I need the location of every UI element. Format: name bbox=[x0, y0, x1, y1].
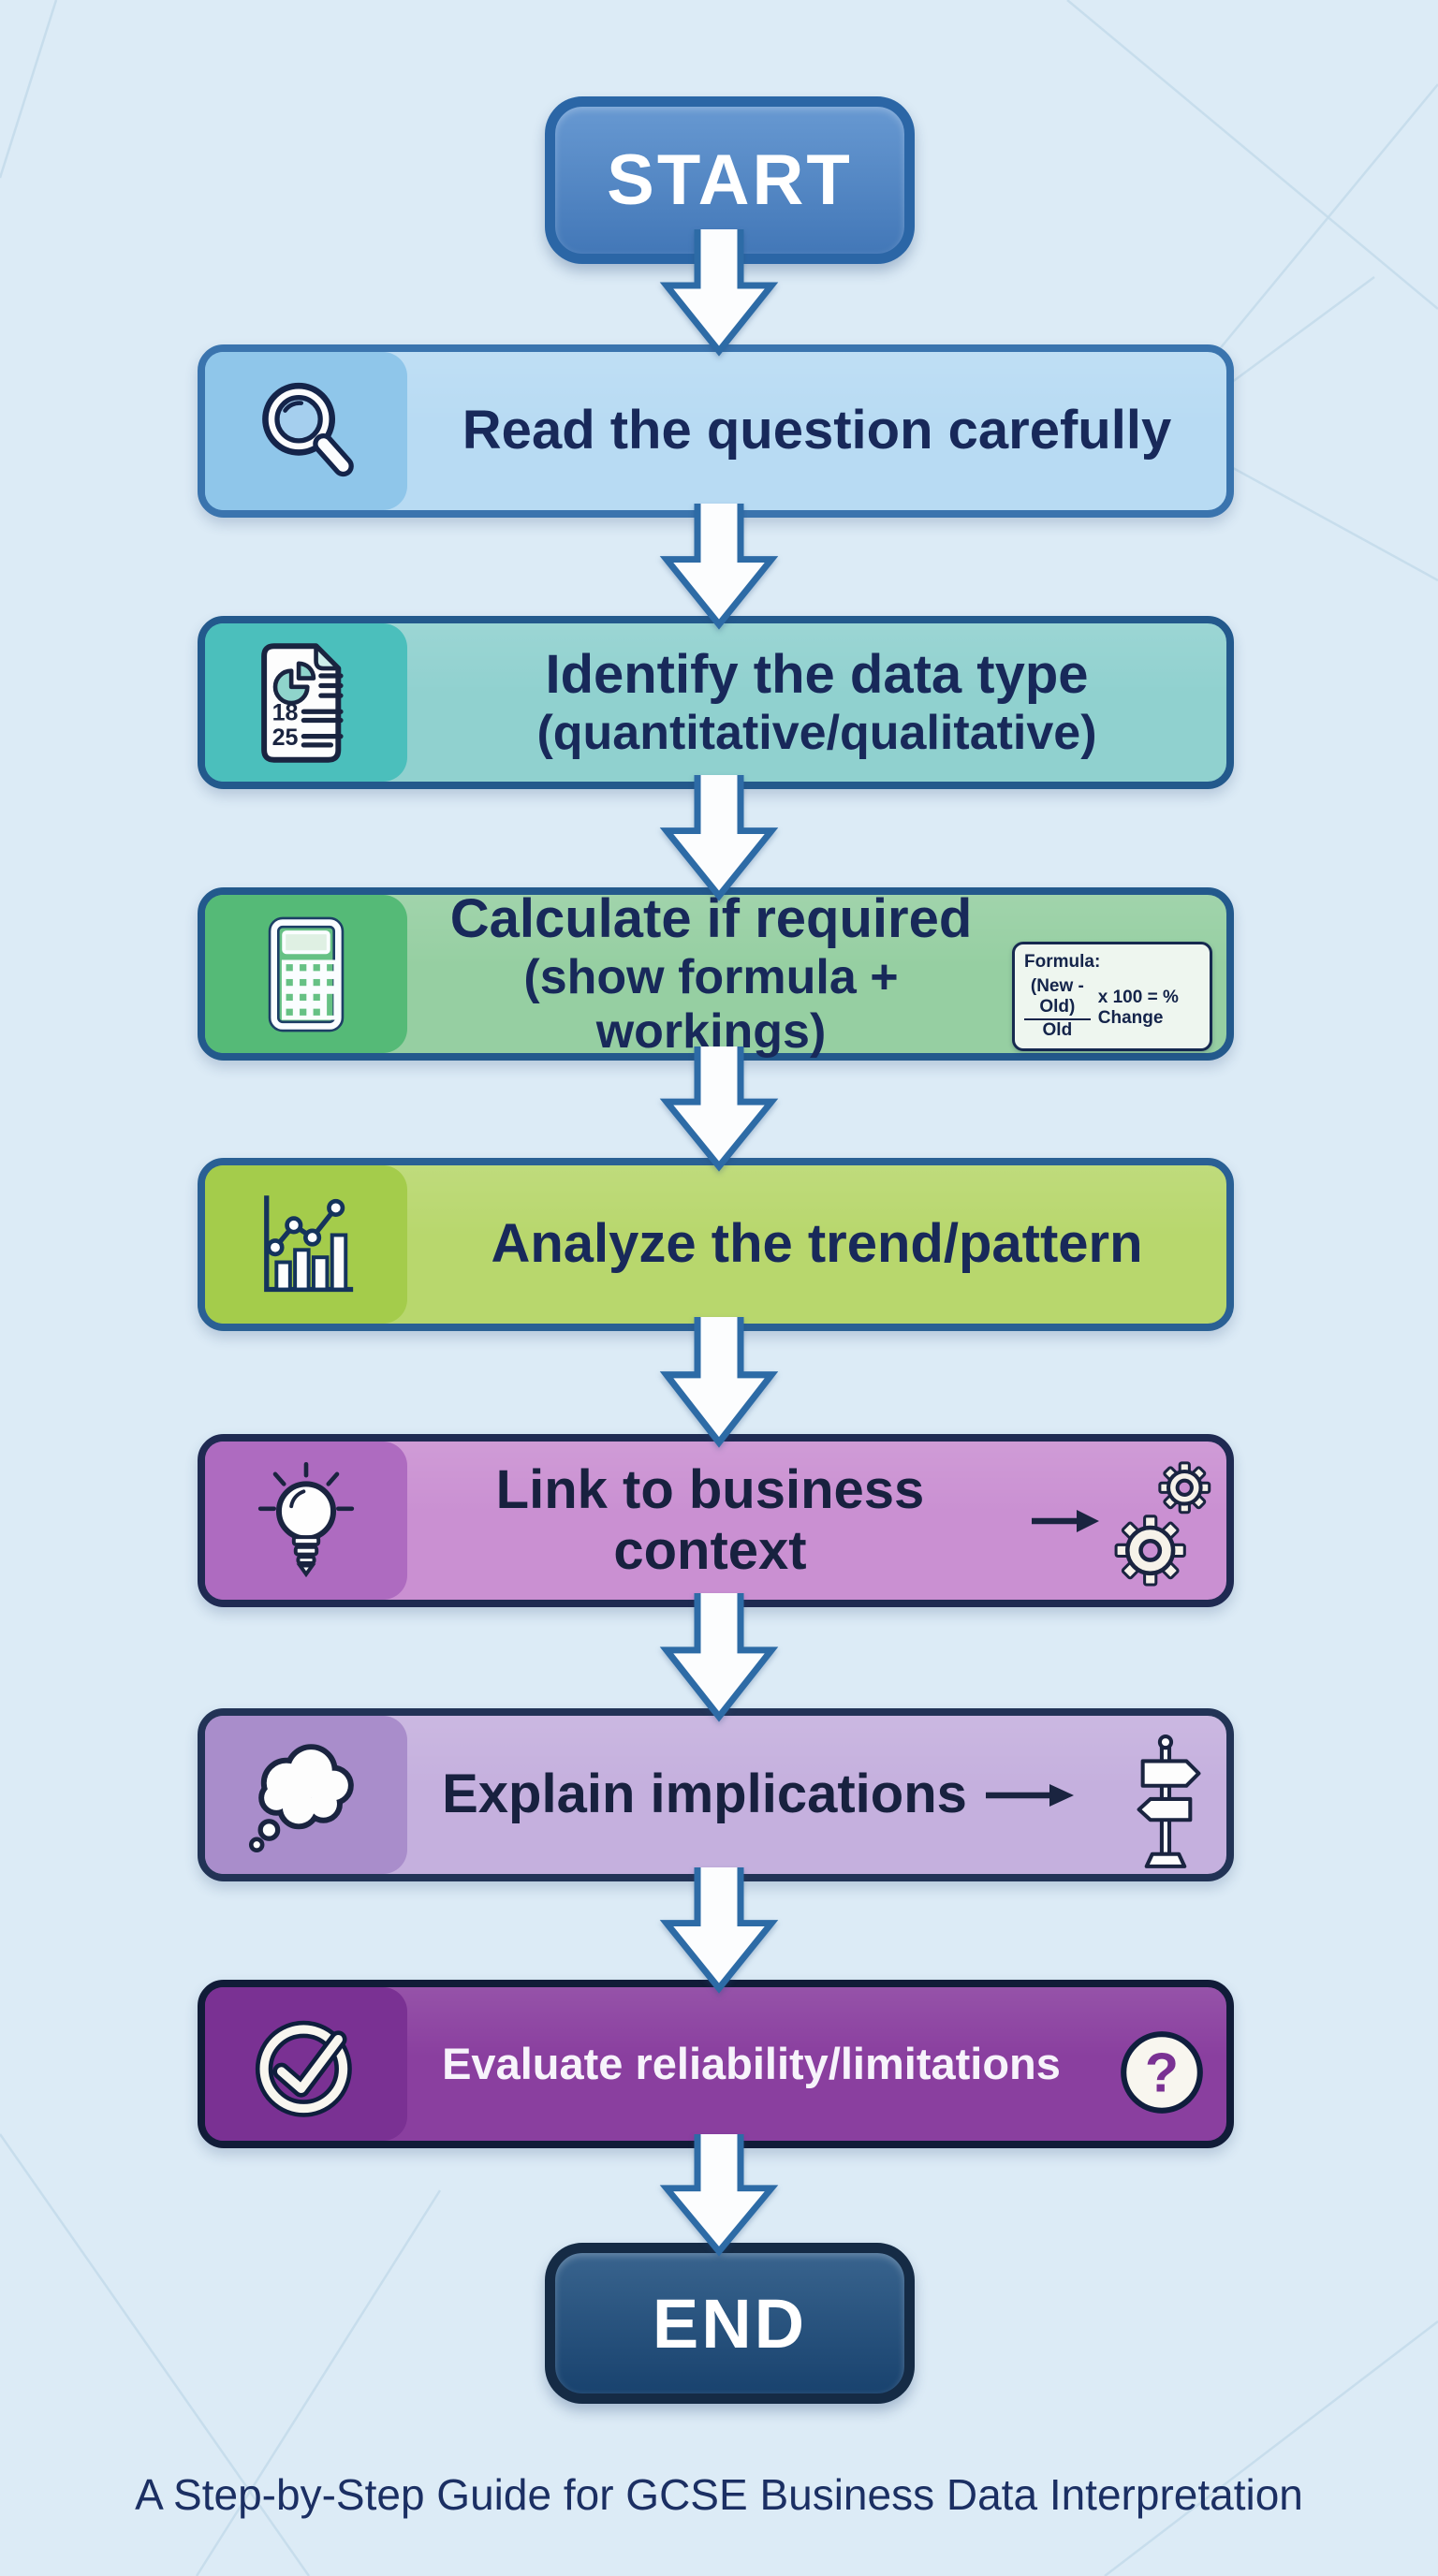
step-icon-panel bbox=[205, 1442, 407, 1600]
step-read-question: Read the question carefully bbox=[198, 344, 1234, 518]
flow-arrow-down bbox=[659, 1046, 779, 1172]
flow-arrow-down bbox=[659, 1317, 779, 1448]
step-calculate: Calculate if required (show formula + wo… bbox=[198, 887, 1234, 1061]
step-icon-panel bbox=[205, 895, 407, 1053]
svg-text:25: 25 bbox=[272, 724, 299, 750]
step-title: Identify the data type bbox=[545, 643, 1089, 705]
formula-note: Formula: (New - Old) Old x 100 = % Chang… bbox=[1012, 942, 1212, 1051]
flow-arrow-down bbox=[659, 504, 779, 630]
step-subtitle: (show formula + workings) bbox=[523, 949, 899, 1059]
step-evaluate-reliability: Evaluate reliability/limitations ? bbox=[198, 1980, 1234, 2148]
step-icon-panel: 18 25 bbox=[205, 623, 407, 782]
step-identify-data-type: 18 25 Identify the data type (quantitati… bbox=[198, 616, 1234, 789]
gears-icon bbox=[1114, 1461, 1211, 1587]
flow-arrow-down bbox=[659, 1867, 779, 1994]
data-report-icon: 18 25 bbox=[261, 642, 344, 763]
flow-arrow-down bbox=[659, 1593, 779, 1722]
step-icon-panel bbox=[205, 1716, 407, 1874]
step-title: Analyze the trend/pattern bbox=[491, 1213, 1143, 1275]
formula-fraction: (New - Old) Old bbox=[1024, 976, 1091, 1041]
step-analyze-trend: Analyze the trend/pattern bbox=[198, 1158, 1234, 1331]
question-mark-icon: ? bbox=[1121, 2031, 1203, 2114]
check-circle-icon bbox=[255, 2020, 352, 2117]
flow-arrow-down bbox=[659, 2134, 779, 2257]
lightbulb-icon bbox=[257, 1461, 355, 1577]
flow-arrow-down bbox=[659, 775, 779, 901]
step-title: Explain implications bbox=[442, 1764, 967, 1825]
formula-suffix: x 100 = % Change bbox=[1097, 988, 1179, 1029]
step-explain-implications: Explain implications bbox=[198, 1708, 1234, 1881]
page-caption: A Step-by-Step Guide for GCSE Business D… bbox=[135, 2470, 1303, 2519]
step-subtitle: (quantitative/qualitative) bbox=[536, 705, 1097, 760]
formula-denominator: Old bbox=[1042, 1019, 1073, 1040]
right-arrow-icon bbox=[985, 1783, 1074, 1807]
svg-text:18: 18 bbox=[272, 699, 299, 725]
step-title: Link to business context bbox=[495, 1458, 925, 1581]
start-label: START bbox=[607, 140, 853, 220]
step-icon-panel bbox=[205, 1987, 407, 2141]
end-label: END bbox=[652, 2284, 808, 2363]
step-icon-panel bbox=[205, 352, 407, 510]
formula-label: Formula: bbox=[1024, 952, 1101, 972]
thought-cloud-icon bbox=[248, 1743, 354, 1852]
end-node: END bbox=[545, 2243, 915, 2404]
right-arrow-icon bbox=[1032, 1509, 1099, 1532]
trend-chart-icon bbox=[264, 1194, 354, 1292]
step-title: Evaluate reliability/limitations bbox=[442, 2038, 1061, 2088]
step-link-context: Link to business context bbox=[198, 1434, 1234, 1607]
calculator-icon bbox=[268, 916, 345, 1032]
formula-numerator: (New - Old) bbox=[1024, 976, 1091, 1020]
step-icon-panel bbox=[205, 1165, 407, 1324]
svg-text:?: ? bbox=[1145, 2041, 1179, 2103]
flow-arrow-down bbox=[659, 229, 779, 357]
step-title: Read the question carefully bbox=[462, 400, 1172, 461]
signpost-icon bbox=[1137, 1734, 1201, 1868]
magnifier-icon bbox=[262, 382, 354, 476]
step-title: Calculate if required bbox=[449, 887, 973, 949]
